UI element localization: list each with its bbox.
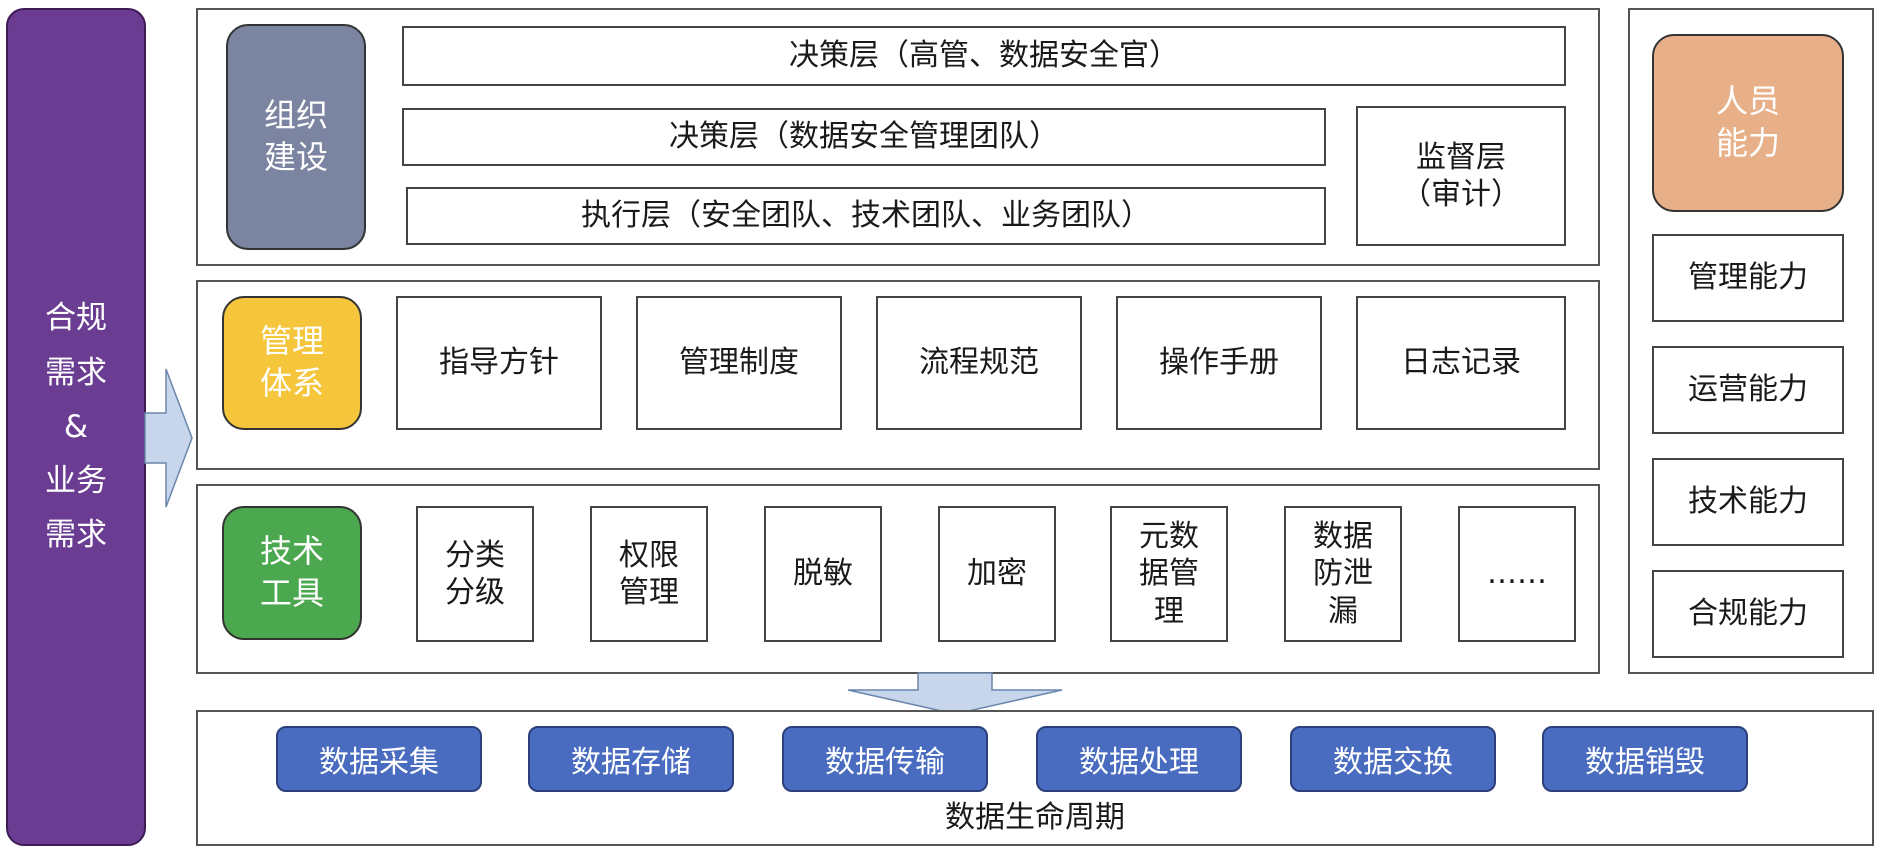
tech-item-dlp: 数据防泄漏 (1284, 506, 1402, 642)
org-layer-supervision: 监督层（审计） (1356, 106, 1566, 246)
side-line-3: & (63, 408, 89, 445)
mgmt-item-process-specs: 流程规范 (876, 296, 1082, 430)
tech-item-classification: 分类分级 (416, 506, 534, 642)
technology-category-badge: 技术工具 (222, 506, 362, 640)
lifecycle-stage-collection: 数据采集 (276, 726, 482, 792)
people-item-compliance: 合规能力 (1652, 570, 1844, 658)
tech-item-metadata: 元数据管理 (1110, 506, 1228, 642)
lifecycle-title: 数据生命周期 (945, 800, 1125, 835)
org-layer-decision-team: 决策层（数据安全管理团队） (402, 108, 1326, 166)
people-category-badge: 人员能力 (1652, 34, 1844, 212)
mgmt-item-manuals: 操作手册 (1116, 296, 1322, 430)
down-arrow-icon (847, 672, 1063, 715)
lifecycle-stage-transmission: 数据传输 (782, 726, 988, 792)
tech-item-more: …… (1458, 506, 1576, 642)
org-layer-execution: 执行层（安全团队、技术团队、业务团队） (406, 187, 1326, 245)
mgmt-item-regulations: 管理制度 (636, 296, 842, 430)
right-arrow-icon (144, 368, 193, 508)
management-category-badge: 管理体系 (222, 296, 362, 430)
side-line-2: 需求 (45, 354, 107, 391)
mgmt-item-logs: 日志记录 (1356, 296, 1566, 430)
compliance-business-requirements-bar: 合规 需求 & 业务 需求 (6, 8, 146, 846)
people-item-operations: 运营能力 (1652, 346, 1844, 434)
lifecycle-stage-processing: 数据处理 (1036, 726, 1242, 792)
lifecycle-stage-exchange: 数据交换 (1290, 726, 1496, 792)
side-line-1: 合规 (45, 300, 107, 337)
side-line-5: 需求 (45, 517, 107, 554)
lifecycle-stage-storage: 数据存储 (528, 726, 734, 792)
tech-item-encryption: 加密 (938, 506, 1056, 642)
tech-item-masking: 脱敏 (764, 506, 882, 642)
org-category-badge: 组织建设 (226, 24, 366, 250)
lifecycle-stage-destruction: 数据销毁 (1542, 726, 1748, 792)
org-layer-decision-executive: 决策层（高管、数据安全官） (402, 26, 1566, 86)
side-line-4: 业务 (45, 463, 107, 500)
mgmt-item-guidelines: 指导方针 (396, 296, 602, 430)
people-item-management: 管理能力 (1652, 234, 1844, 322)
people-item-technical: 技术能力 (1652, 458, 1844, 546)
tech-item-access-control: 权限管理 (590, 506, 708, 642)
